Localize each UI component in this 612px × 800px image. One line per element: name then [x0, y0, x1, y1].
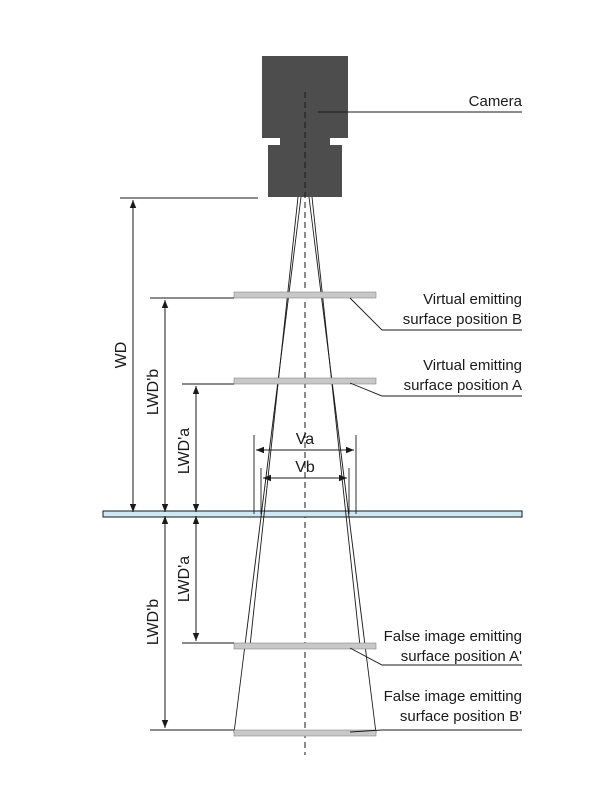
wd-label: WD	[113, 342, 130, 369]
virtual-b-label-line2: surface position B	[403, 311, 522, 328]
false-b-label-line1: False image emitting	[384, 688, 522, 705]
false-a-label-line2: surface position A'	[401, 648, 522, 665]
virtual-a-label-line1: Virtual emitting	[423, 357, 522, 374]
false-surface-a	[233, 642, 377, 650]
false-b-label-line2: surface position B'	[400, 708, 522, 725]
extension-lines	[120, 197, 258, 731]
lwd-b-upper-label: LWD'b	[145, 369, 162, 415]
false-a-label-line1: False image emitting	[384, 628, 522, 645]
camera-neck	[280, 138, 330, 145]
va-label: Va	[296, 431, 314, 448]
lwd-a-lower-label: LWD'a	[176, 556, 193, 602]
lwd-b-lower-label: LWD'b	[145, 599, 162, 645]
leader-lines	[318, 111, 522, 733]
virtual-b-label-line1: Virtual emitting	[423, 291, 522, 308]
virtual-a-label-line2: surface position A	[404, 377, 522, 394]
virtual-surface-a	[233, 377, 377, 385]
water-surface	[102, 510, 523, 518]
false-surface-b	[233, 729, 377, 737]
virtual-surface-b	[233, 291, 377, 299]
vb-label: Vb	[295, 459, 315, 476]
camera-label: Camera	[469, 93, 523, 110]
lwd-a-upper-label: LWD'a	[176, 428, 193, 474]
dimension-lines	[129, 200, 354, 728]
